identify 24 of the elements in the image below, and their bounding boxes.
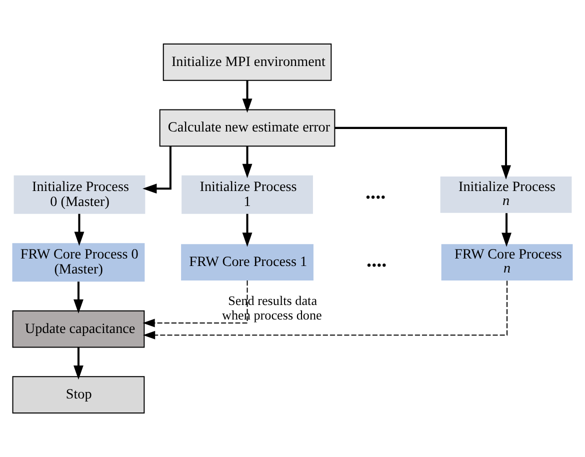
node-box: Initialize MPI environment [162, 44, 332, 81]
arrow [502, 213, 512, 247]
label: .... [366, 182, 386, 204]
arrow [142, 280, 248, 328]
node-box: FRW Core Process 1 [181, 244, 314, 281]
arrow [334, 126, 511, 180]
node-box: Initialize Process 1 [182, 175, 313, 214]
node-box: Initialize Process n [440, 176, 572, 213]
node-box: FRW Core Process n [441, 244, 573, 281]
node-box: Calculate new estimate error [159, 109, 336, 147]
arrow [142, 280, 508, 340]
arrow [242, 214, 252, 247]
node-box: Initialize Process 0 (Master) [14, 175, 146, 214]
arrow [74, 282, 84, 314]
arrow [242, 146, 252, 178]
edge-label: Send results data when process done [222, 293, 322, 322]
arrow [242, 80, 252, 113]
node-box: FRW Core Process 0 (Master) [12, 243, 145, 282]
node-box: Update capacitance [12, 310, 145, 348]
node-box: Stop [12, 376, 145, 414]
arrow [74, 214, 84, 246]
label: .... [366, 249, 387, 272]
arrow [74, 347, 84, 380]
arrow [142, 146, 172, 194]
